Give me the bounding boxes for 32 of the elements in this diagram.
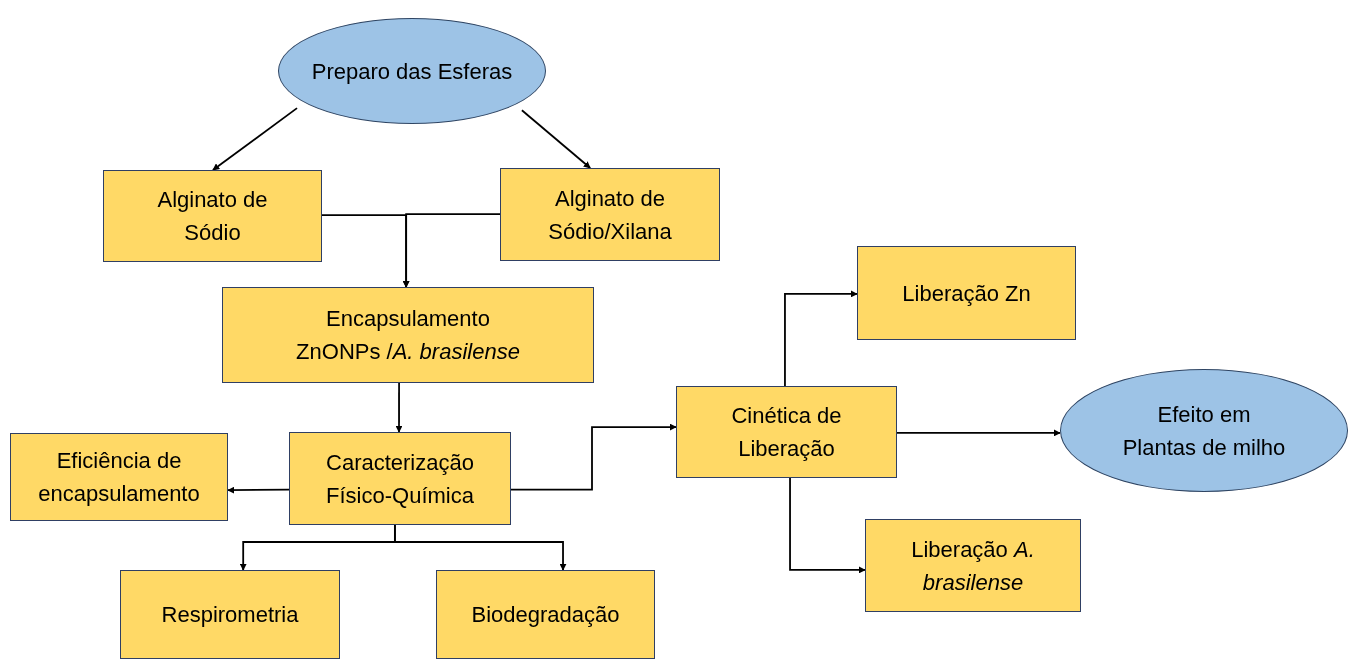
node-label: Biodegradação bbox=[471, 601, 620, 629]
node-label: Eficiência de encapsulamento bbox=[37, 447, 201, 508]
node-label: Preparo das Esferas bbox=[311, 57, 513, 86]
process-box bbox=[103, 170, 322, 262]
process-box bbox=[676, 386, 897, 478]
process-box bbox=[10, 433, 228, 521]
arrow bbox=[510, 423, 677, 491]
process-box bbox=[500, 168, 720, 261]
process-box bbox=[222, 287, 594, 383]
node-label: Respirometria bbox=[161, 601, 299, 629]
process-box bbox=[289, 432, 511, 525]
arrow bbox=[789, 477, 866, 574]
process-box bbox=[865, 519, 1081, 612]
process-box bbox=[857, 246, 1076, 340]
node-label: Caracterização Físico-Química bbox=[325, 448, 475, 510]
arrow bbox=[896, 429, 1061, 437]
node-label: Cinética de Liberação bbox=[730, 402, 843, 463]
arrow bbox=[395, 382, 403, 433]
arrow bbox=[521, 109, 592, 169]
node-label: Liberação A. brasilense bbox=[910, 535, 1036, 597]
arrow bbox=[227, 486, 290, 494]
node-label: Alginato de Sódio/Xilana bbox=[547, 184, 673, 246]
process-box bbox=[120, 570, 340, 659]
node-label: Efeito em Plantas de milho bbox=[1121, 400, 1287, 462]
arrow bbox=[212, 107, 298, 171]
node-label: Encapsulamento ZnONPs /A. brasilense bbox=[295, 305, 521, 366]
process-box bbox=[436, 570, 655, 659]
arrow bbox=[394, 524, 567, 571]
node-label: Liberação Zn bbox=[902, 279, 1031, 308]
node-label: Alginato de Sódio bbox=[156, 186, 269, 247]
arrow bbox=[784, 290, 858, 387]
arrow bbox=[402, 213, 501, 288]
